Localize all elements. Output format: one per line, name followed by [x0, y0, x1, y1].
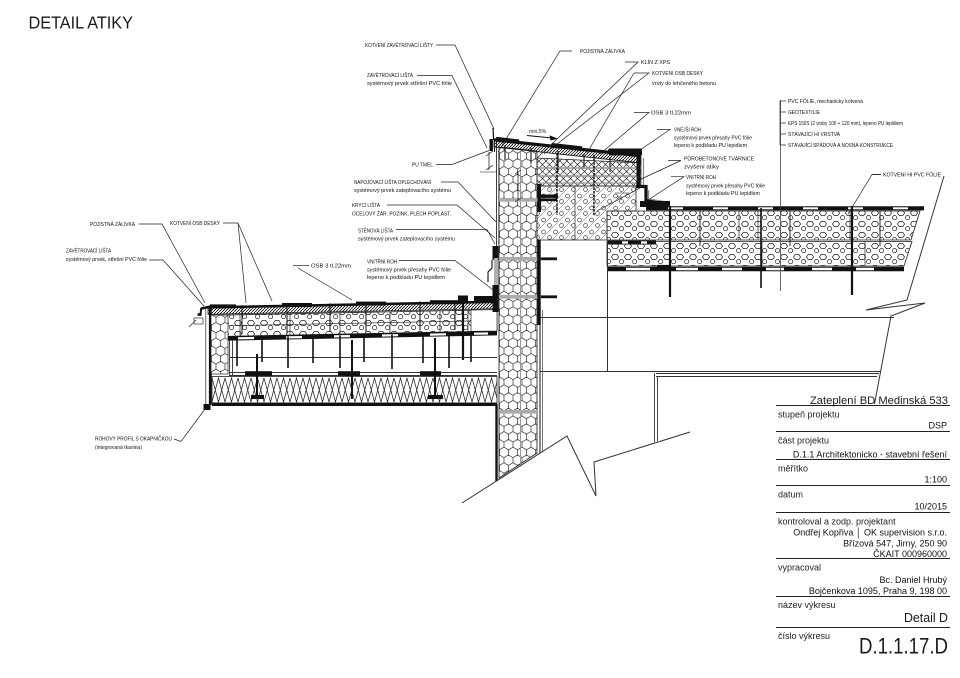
svg-text:PU TMEL: PU TMEL [412, 163, 433, 169]
svg-text:vruty do lehčeného betonu: vruty do lehčeného betonu [652, 81, 716, 87]
svg-text:D.1.1.17.D: D.1.1.17.D [859, 634, 948, 659]
svg-text:Bojčenkova 1095, Praha 9, 198: Bojčenkova 1095, Praha 9, 198 00 [809, 586, 947, 596]
svg-text:vypracoval: vypracoval [778, 563, 821, 573]
svg-text:systémový prvek, střešní PVC f: systémový prvek, střešní PVC fólie [66, 257, 147, 263]
svg-text:min.5%: min.5% [529, 129, 547, 135]
svg-text:1:100: 1:100 [924, 475, 947, 485]
svg-text:GEOTEXTILIE: GEOTEXTILIE [788, 110, 820, 116]
svg-text:STÁVAJÍCÍ SPÁDOVÁ A NOSNÁ KONS: STÁVAJÍCÍ SPÁDOVÁ A NOSNÁ KONSTRUKCE [788, 142, 893, 149]
svg-text:ZAVĚTROVACÍ LIŠTA: ZAVĚTROVACÍ LIŠTA [66, 247, 111, 255]
svg-text:systémový prvek zateplovacího: systémový prvek zateplovacího systému [358, 237, 455, 243]
svg-text:Bc. Daniel Hrubý: Bc. Daniel Hrubý [879, 575, 947, 585]
svg-text:PVC FÓLIE, mechanicky kotvená: PVC FÓLIE, mechanicky kotvená [788, 98, 863, 105]
svg-text:D.1.1 Architektonicko - staveb: D.1.1 Architektonicko - stavební řešení [793, 450, 948, 460]
svg-text:Ondřej Kopřiva │ OK supervisio: Ondřej Kopřiva │ OK supervision s.r.o. [793, 527, 947, 539]
svg-text:NAPOJOVACÍ LIŠTA OPLECHOVÁNÍ: NAPOJOVACÍ LIŠTA OPLECHOVÁNÍ [354, 179, 431, 186]
svg-text:KOTVENÍ ZAVĚTROVACÍ LIŠTY: KOTVENÍ ZAVĚTROVACÍ LIŠTY [365, 41, 433, 49]
svg-text:POJISTNÁ ZÁLIVKA: POJISTNÁ ZÁLIVKA [90, 221, 135, 228]
svg-text:KOTVENÍ OSB DESKY: KOTVENÍ OSB DESKY [170, 220, 220, 227]
svg-text:ROHOVÝ PROFIL S OKAPNIČKOU: ROHOVÝ PROFIL S OKAPNIČKOU [95, 436, 172, 443]
svg-text:POJISTNÁ ZÁLIVKA: POJISTNÁ ZÁLIVKA [580, 48, 625, 55]
svg-text:OSB 3 tl.22mm: OSB 3 tl.22mm [311, 264, 352, 270]
svg-text:datum: datum [778, 490, 803, 500]
svg-text:VNITŘNÍ ROH: VNITŘNÍ ROH [686, 173, 716, 181]
svg-text:lepeno k podkladu PU lepidlem: lepeno k podkladu PU lepidlem [367, 275, 446, 281]
svg-text:KLÍN Z XPS: KLÍN Z XPS [641, 59, 670, 66]
svg-text:(integrovaná tkanina): (integrovaná tkanina) [95, 445, 142, 451]
svg-text:stupeň projektu: stupeň projektu [778, 410, 840, 420]
svg-text:DETAIL ATIKY: DETAIL ATIKY [29, 12, 134, 32]
svg-text:Detail D: Detail D [904, 611, 948, 625]
svg-text:STÁVAJÍCÍ HI VRSTVA: STÁVAJÍCÍ HI VRSTVA [788, 131, 840, 138]
svg-text:EPS 150S (2 vrsby 100 + 120 mm: EPS 150S (2 vrsby 100 + 120 mm), lepeno … [788, 121, 903, 127]
svg-text:KOTVENÍ OSB DESKY: KOTVENÍ OSB DESKY [652, 70, 703, 77]
svg-text:ZAVĚTROVACÍ LIŠTA: ZAVĚTROVACÍ LIŠTA [367, 71, 413, 79]
svg-text:ČKAIT 000960000: ČKAIT 000960000 [873, 549, 947, 559]
svg-text:VNĚJŠÍ ROH: VNĚJŠÍ ROH [674, 126, 701, 134]
svg-text:PŮROBETONOVÉ TVÁRNICE: PŮROBETONOVÉ TVÁRNICE [684, 156, 754, 163]
svg-text:část projektu: část projektu [778, 436, 829, 446]
svg-text:systémový prvek přesahy PVC fó: systémový prvek přesahy PVC fólie [686, 184, 765, 190]
svg-text:KOTVENÍ HI PVC FÓLIE: KOTVENÍ HI PVC FÓLIE [883, 172, 941, 179]
svg-text:systémový prvek přesahy PVC fó: systémový prvek přesahy PVC fólie [674, 136, 752, 142]
svg-text:10/2015: 10/2015 [914, 502, 947, 512]
svg-text:Břízová 547, Jirny, 250 90: Břízová 547, Jirny, 250 90 [843, 539, 947, 549]
svg-text:zvyšení atiky: zvyšení atiky [684, 165, 719, 171]
svg-text:DSP: DSP [928, 421, 947, 431]
svg-text:název výkresu: název výkresu [778, 600, 836, 610]
svg-text:25: 25 [617, 195, 623, 200]
svg-text:OCELOVÝ ŽÁR. POZINK. PLECH POP: OCELOVÝ ŽÁR. POZINK. PLECH POPLAST. [352, 210, 451, 218]
svg-text:číslo výkresu: číslo výkresu [778, 631, 830, 641]
svg-text:VNITŘNÍ ROH: VNITŘNÍ ROH [367, 258, 397, 266]
svg-text:OSB 3 tl.22mm: OSB 3 tl.22mm [651, 111, 692, 117]
svg-text:lepeno k podkladu PU lepidlem: lepeno k podkladu PU lepidlem [686, 191, 760, 197]
svg-text:Zateplení BD Medinská 533: Zateplení BD Medinská 533 [810, 395, 948, 407]
svg-text:lepeno k podkladu PU lepidlem: lepeno k podkladu PU lepidlem [674, 143, 747, 149]
svg-text:systémový prvek přesahy PVC fó: systémový prvek přesahy PVC fólie [367, 268, 451, 274]
svg-text:STĚNOVÁ LIŠTA: STĚNOVÁ LIŠTA [358, 227, 393, 235]
svg-text:měřítko: měřítko [778, 464, 808, 474]
svg-text:kontroloval a zodp. projektant: kontroloval a zodp. projektant [778, 517, 896, 527]
svg-text:KRYCÍ LIŠTA: KRYCÍ LIŠTA [352, 202, 380, 209]
svg-text:systémový prvek zateplovacího: systémový prvek zateplovacího systému [354, 188, 451, 194]
svg-text:systémový prvek střešní PVC fó: systémový prvek střešní PVC fólie [367, 81, 452, 87]
